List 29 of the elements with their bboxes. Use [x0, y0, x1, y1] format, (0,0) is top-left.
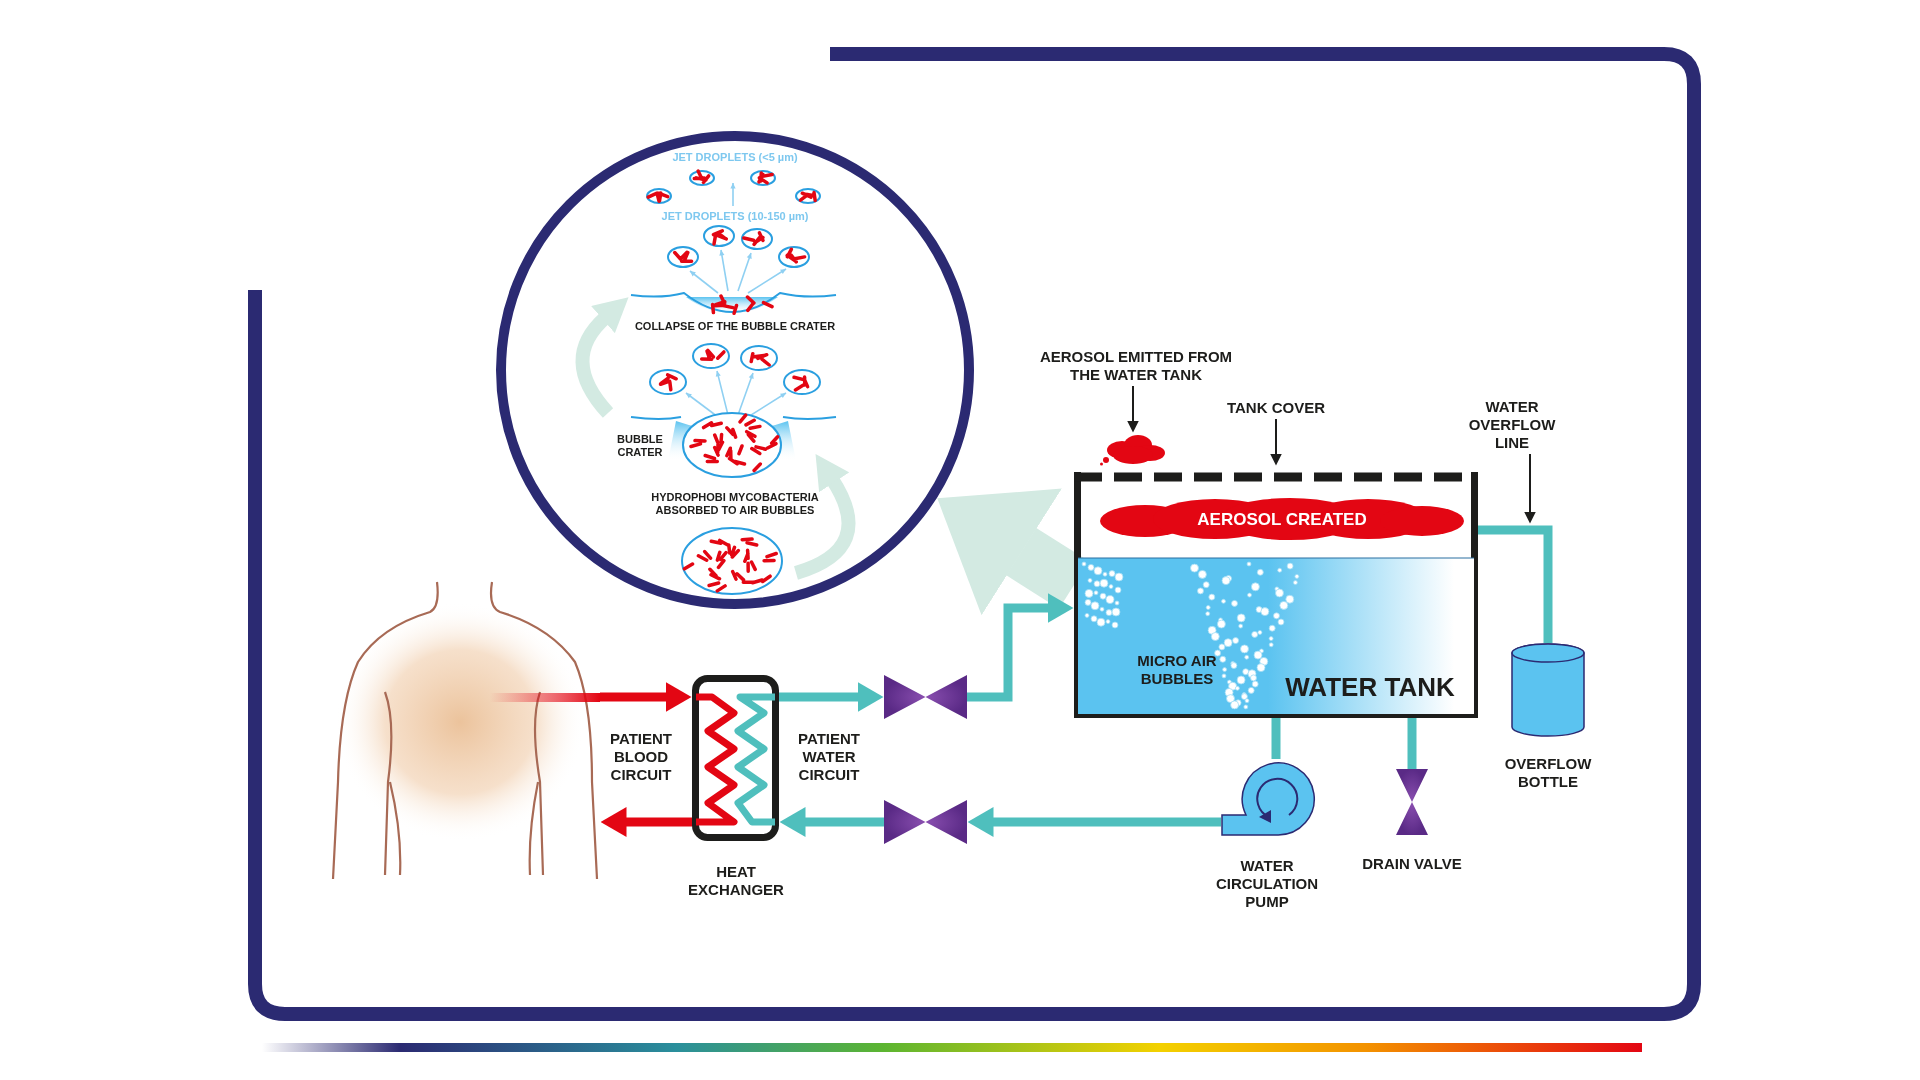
component-label: WATER CIRCULATION PUMP — [1214, 857, 1320, 911]
water-flow-arrow — [967, 807, 1221, 837]
droplet-size-label: JET DROPLETS (10-150 µm) — [660, 210, 810, 224]
stage-label: HYDROPHOBI MYCOBACTERIA ABSORBED TO AIR BUBBLES — [650, 491, 820, 518]
callout-text: WATER OVERFLOW LINE — [1462, 398, 1562, 454]
blood-flow-arrow — [600, 807, 692, 837]
component-label: OVERFLOW BOTTLE — [1503, 755, 1593, 791]
callout-text: TANK COVER — [1216, 399, 1336, 419]
leader-arrow — [1524, 453, 1536, 524]
callout-text: AEROSOL EMITTED FROM THE WATER TANK — [1036, 348, 1236, 386]
blood-flow-arrow — [600, 682, 692, 712]
stage-label: COLLAPSE OF THE BUBBLE CRATER — [633, 320, 837, 334]
leader-arrow — [1127, 385, 1139, 433]
bubbles-label: MICRO AIR BUBBLES — [1136, 652, 1218, 688]
tank-title: WATER TANK — [1284, 672, 1456, 704]
pipe-line — [1271, 718, 1281, 759]
pipe-line — [1478, 525, 1553, 643]
leader-arrow — [1270, 418, 1282, 466]
component-label: HEAT EXCHANGER — [687, 863, 785, 899]
circuit-label: PATIENT BLOOD CIRCUIT — [609, 730, 673, 784]
water-flow-arrow — [967, 593, 1074, 702]
cloud-label: AEROSOL CREATED — [1196, 510, 1368, 531]
droplet-size-label: JET DROPLETS (<5 µm) — [671, 151, 799, 165]
pipe-line — [1407, 718, 1417, 769]
circuit-label: PATIENT WATER CIRCUIT — [797, 730, 861, 784]
component-label: DRAIN VALVE — [1361, 855, 1463, 873]
water-flow-arrow — [779, 682, 884, 712]
stage-label: BUBBLE CRATER — [616, 433, 664, 460]
water-flow-arrow — [779, 807, 884, 837]
